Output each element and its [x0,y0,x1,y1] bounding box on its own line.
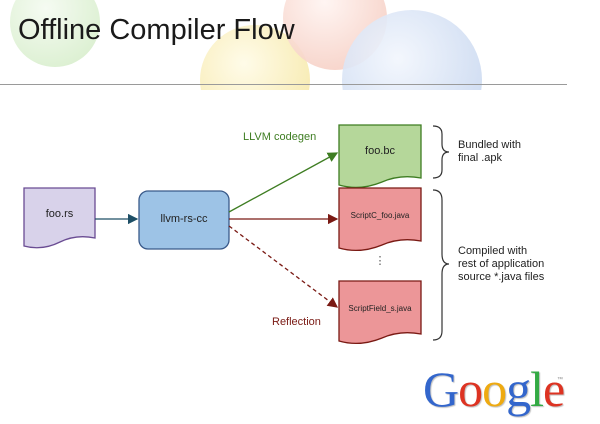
bitcode-file-shape [338,124,422,189]
logo-letter: l [530,361,544,417]
logo-letter: e [543,361,565,417]
source-file-label: foo.rs [45,208,74,220]
compiled-note: Compiled with rest of application source… [458,245,545,283]
codegen-arrow [228,152,339,213]
scriptfield-file-label: ScriptField_s.java [348,304,412,313]
codegen-edge-label: LLVM codegen [243,131,317,143]
bitcode-file-label: foo.bc [365,145,395,157]
scriptc-file-label: ScriptC_foo.java [350,211,410,220]
logo-letter: o [458,361,483,417]
google-logo: Google [423,360,565,418]
background-spheres [10,0,482,90]
slide-title: Offline Compiler Flow [18,14,295,46]
blue-sphere [342,10,482,90]
compiler-node-label: llvm-rs-cc [160,213,208,225]
trademark-mark: ™ [557,377,563,383]
compiled-brace [432,189,450,341]
ellipsis-more-files: ⋮ [374,255,386,267]
title-divider [0,84,567,85]
bundled-brace [432,125,450,179]
logo-letter: o [482,361,507,417]
scriptc-file-shape [338,187,422,252]
logo-letter: G [423,361,459,417]
yellow-sphere [200,25,310,90]
green-sphere [10,0,100,67]
reflection-arrow [228,225,339,308]
reflection-edge-label: Reflection [272,316,321,328]
bundled-note: Bundled with final .apk [458,139,521,164]
logo-letter: g [506,361,531,417]
compiler-node-shape [138,190,230,250]
scriptfield-file-shape [338,280,422,345]
source-file-shape [23,187,96,249]
